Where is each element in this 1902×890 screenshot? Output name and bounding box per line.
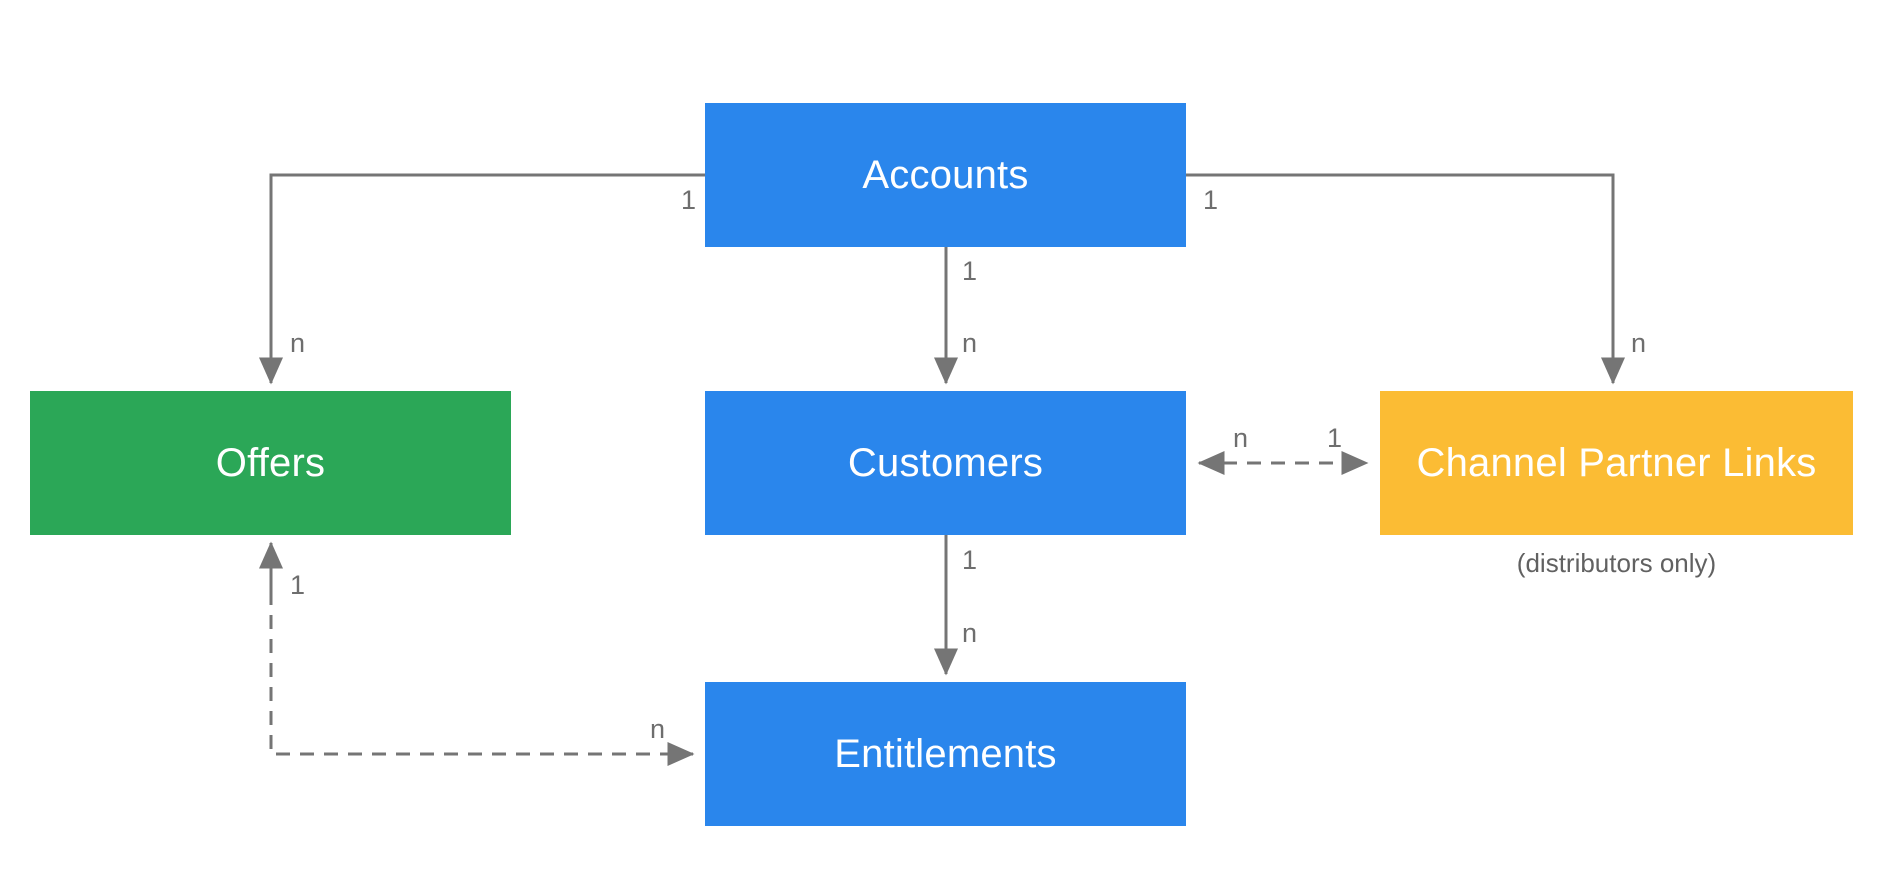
edge-label-customers-entitlements-many: n — [962, 618, 978, 648]
edge-label-offers-entitlements-one: 1 — [290, 570, 306, 600]
edge-label-accounts-channel-partner-links-many: n — [1631, 328, 1647, 358]
node-channel-partner-links[interactable]: Channel Partner Links — [1380, 391, 1853, 535]
edge-label-offers-entitlements-many: n — [650, 714, 666, 744]
node-entitlements-label: Entitlements — [834, 732, 1057, 776]
edge-label-customers-channel-partner-links-one: 1 — [1327, 423, 1343, 453]
node-customers-label: Customers — [847, 441, 1044, 485]
node-entitlements[interactable]: Entitlements — [705, 682, 1186, 826]
edge-label-accounts-offers-many: n — [290, 328, 306, 358]
edge-label-accounts-offers-one: 1 — [681, 185, 697, 215]
edge-label-accounts-customers-one: 1 — [962, 256, 978, 286]
node-offers-label: Offers — [215, 441, 326, 485]
channel-partner-links-caption: (distributors only) — [1516, 548, 1717, 578]
edge-label-accounts-customers-many: n — [962, 328, 978, 358]
node-channel-partner-links-label: Channel Partner Links — [1416, 441, 1817, 485]
node-accounts-label: Accounts — [862, 153, 1029, 197]
node-offers[interactable]: Offers — [30, 391, 511, 535]
edge-offers-entitlements — [269, 543, 695, 766]
edge-label-customers-channel-partner-links-many: n — [1233, 423, 1249, 453]
edge-label-customers-entitlements-one: 1 — [962, 545, 978, 575]
edge-accounts-offers — [259, 173, 705, 385]
node-customers[interactable]: Customers — [705, 391, 1186, 535]
edge-label-accounts-channel-partner-links-one: 1 — [1203, 185, 1219, 215]
node-accounts[interactable]: Accounts — [705, 103, 1186, 247]
edge-accounts-channel-partner-links — [1186, 173, 1625, 385]
